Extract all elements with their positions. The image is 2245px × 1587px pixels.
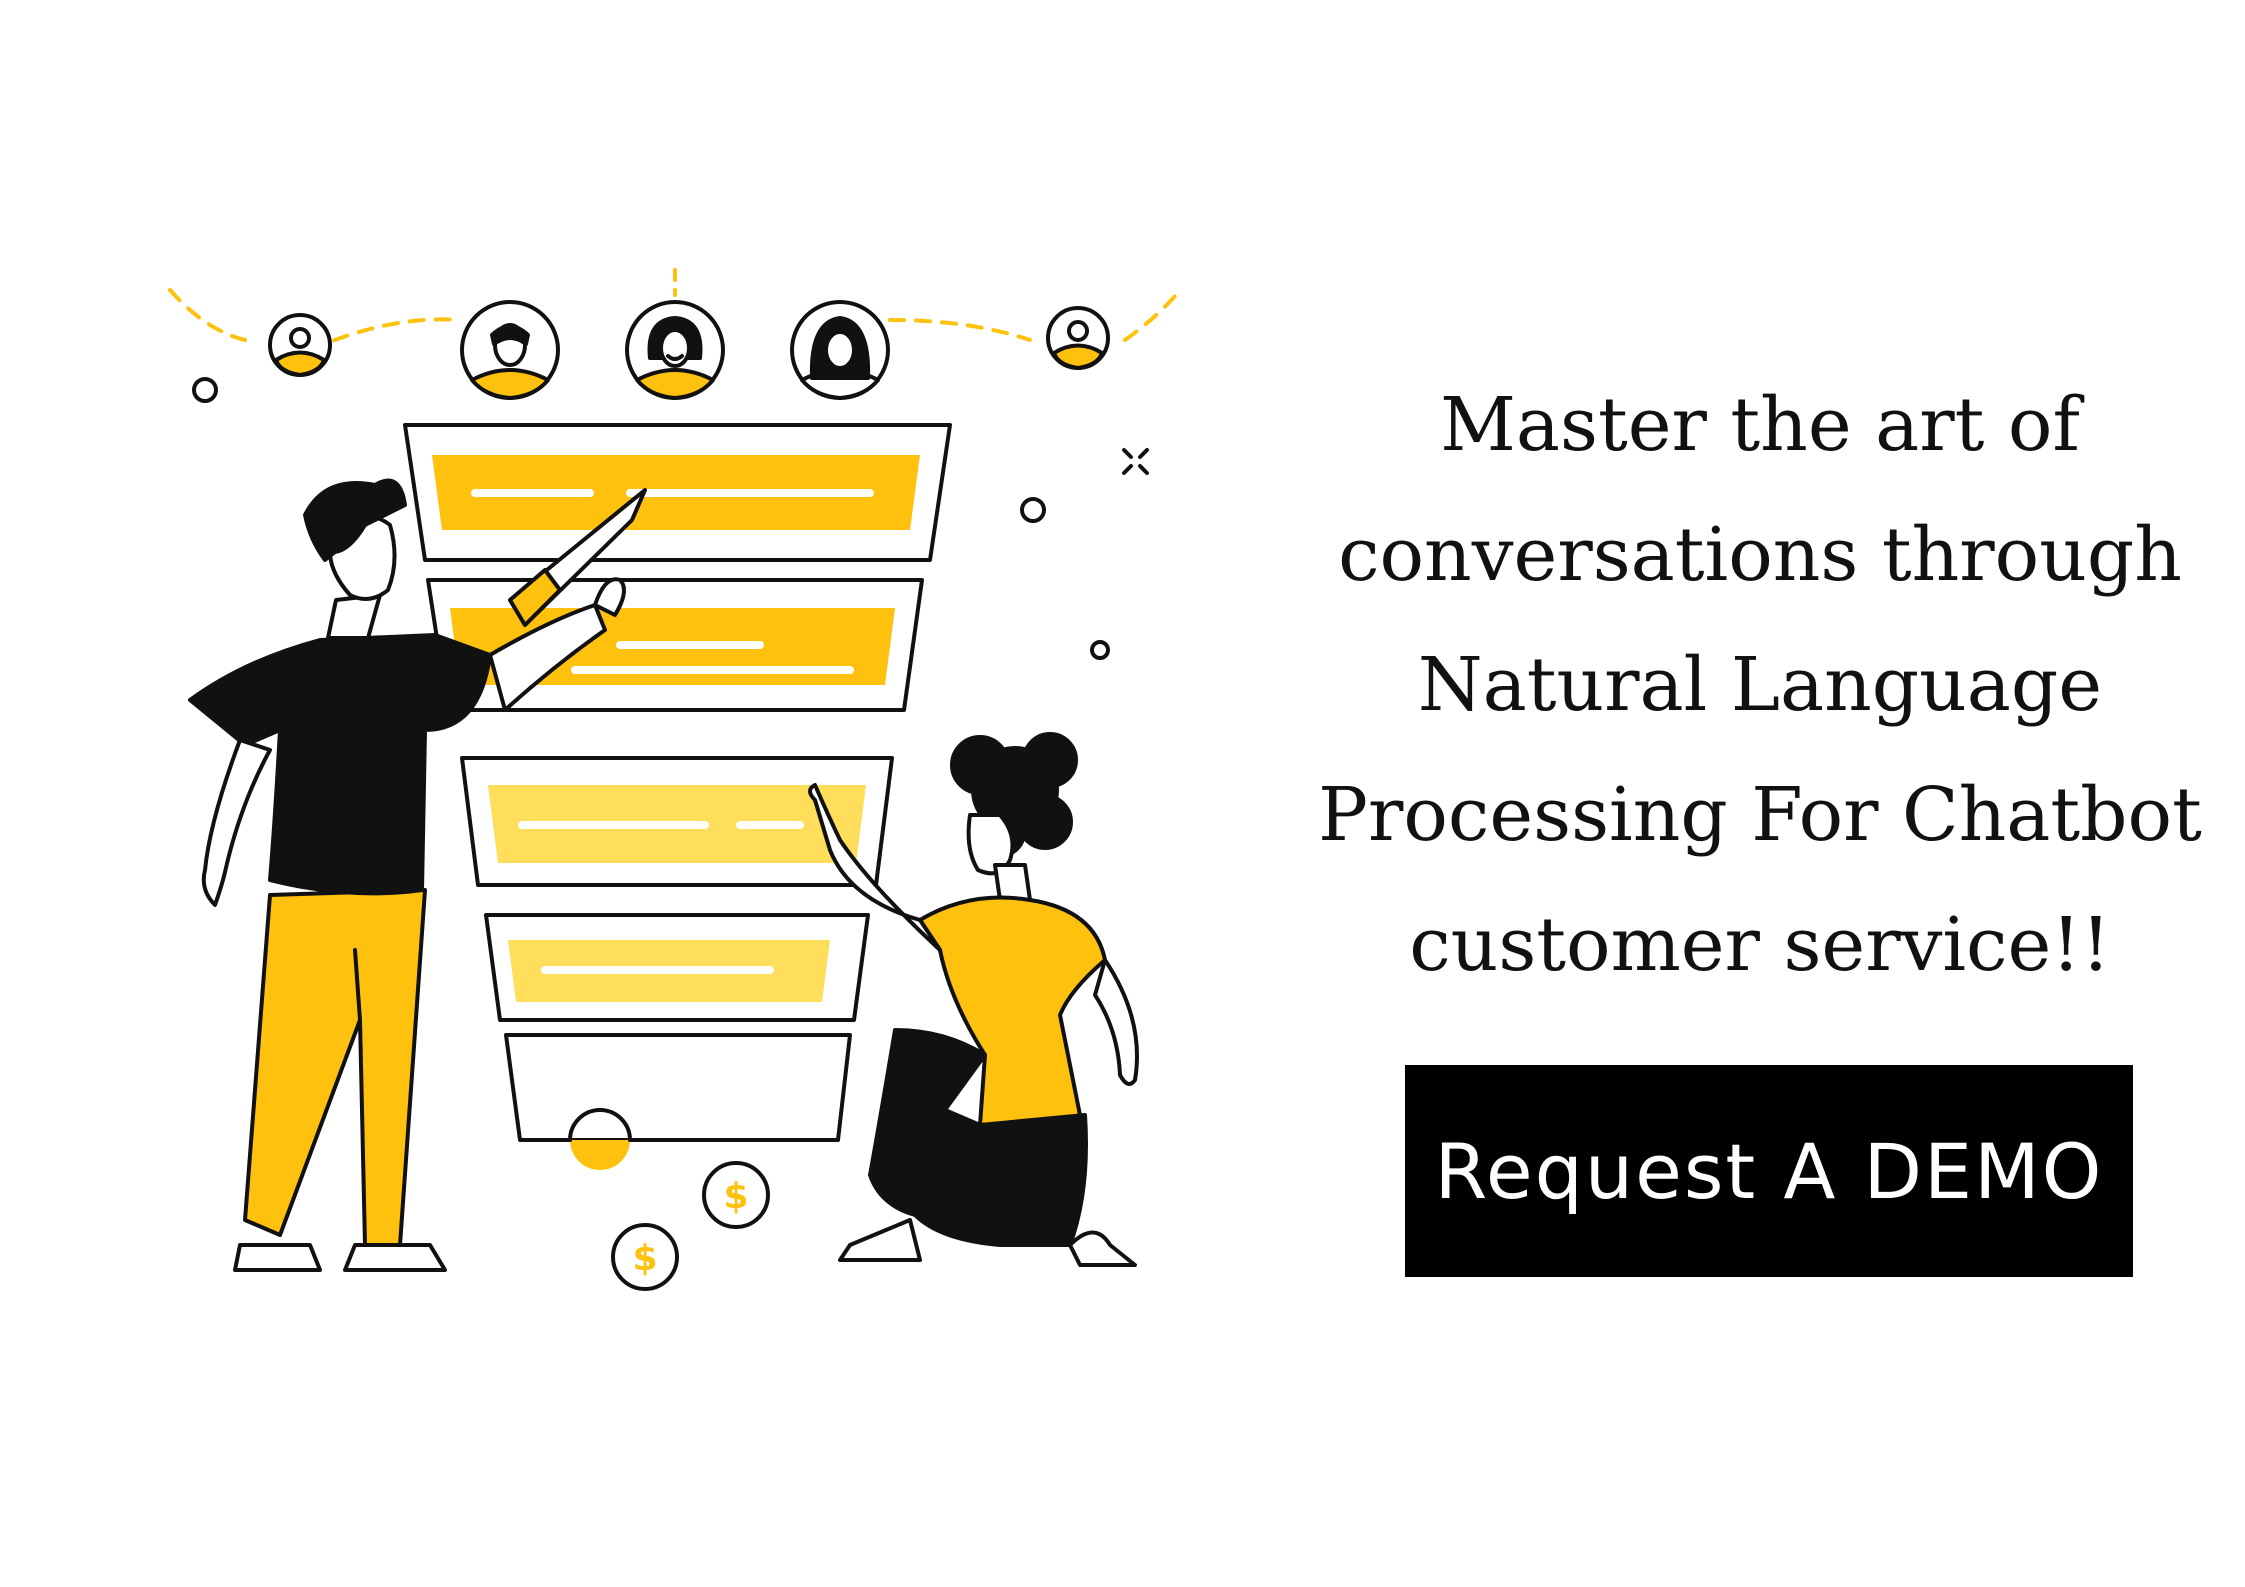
coin-symbol: $ [723,1176,748,1217]
circle-dot-icon [192,377,218,403]
standing-man-figure [188,478,647,1272]
person-avatar-icon [790,300,890,400]
person-avatar-icon [460,300,560,400]
dashed-connector [1123,288,1182,342]
dollar-coin-icon: $ [702,1161,770,1229]
dashed-connector [888,318,1032,342]
funnel-illustration: $ $ [168,268,1182,1291]
kneeling-woman-figure [808,732,1139,1267]
person-avatar-icon [1046,306,1110,370]
person-avatar-icon [268,313,332,377]
circle-dot-icon [1090,640,1110,660]
dashed-connector [308,317,462,352]
circle-dot-icon [1020,497,1046,523]
headline: Master the art of conversations through … [1318,382,2202,988]
dashed-connector [168,288,247,342]
person-avatar-icon [625,300,725,400]
funnel [403,423,952,1170]
coin-symbol: $ [632,1238,657,1279]
dollar-coin-icon: $ [611,1223,679,1291]
sparkle-icon [1122,448,1149,475]
request-demo-button[interactable]: Request A DEMO [1405,1065,2133,1277]
